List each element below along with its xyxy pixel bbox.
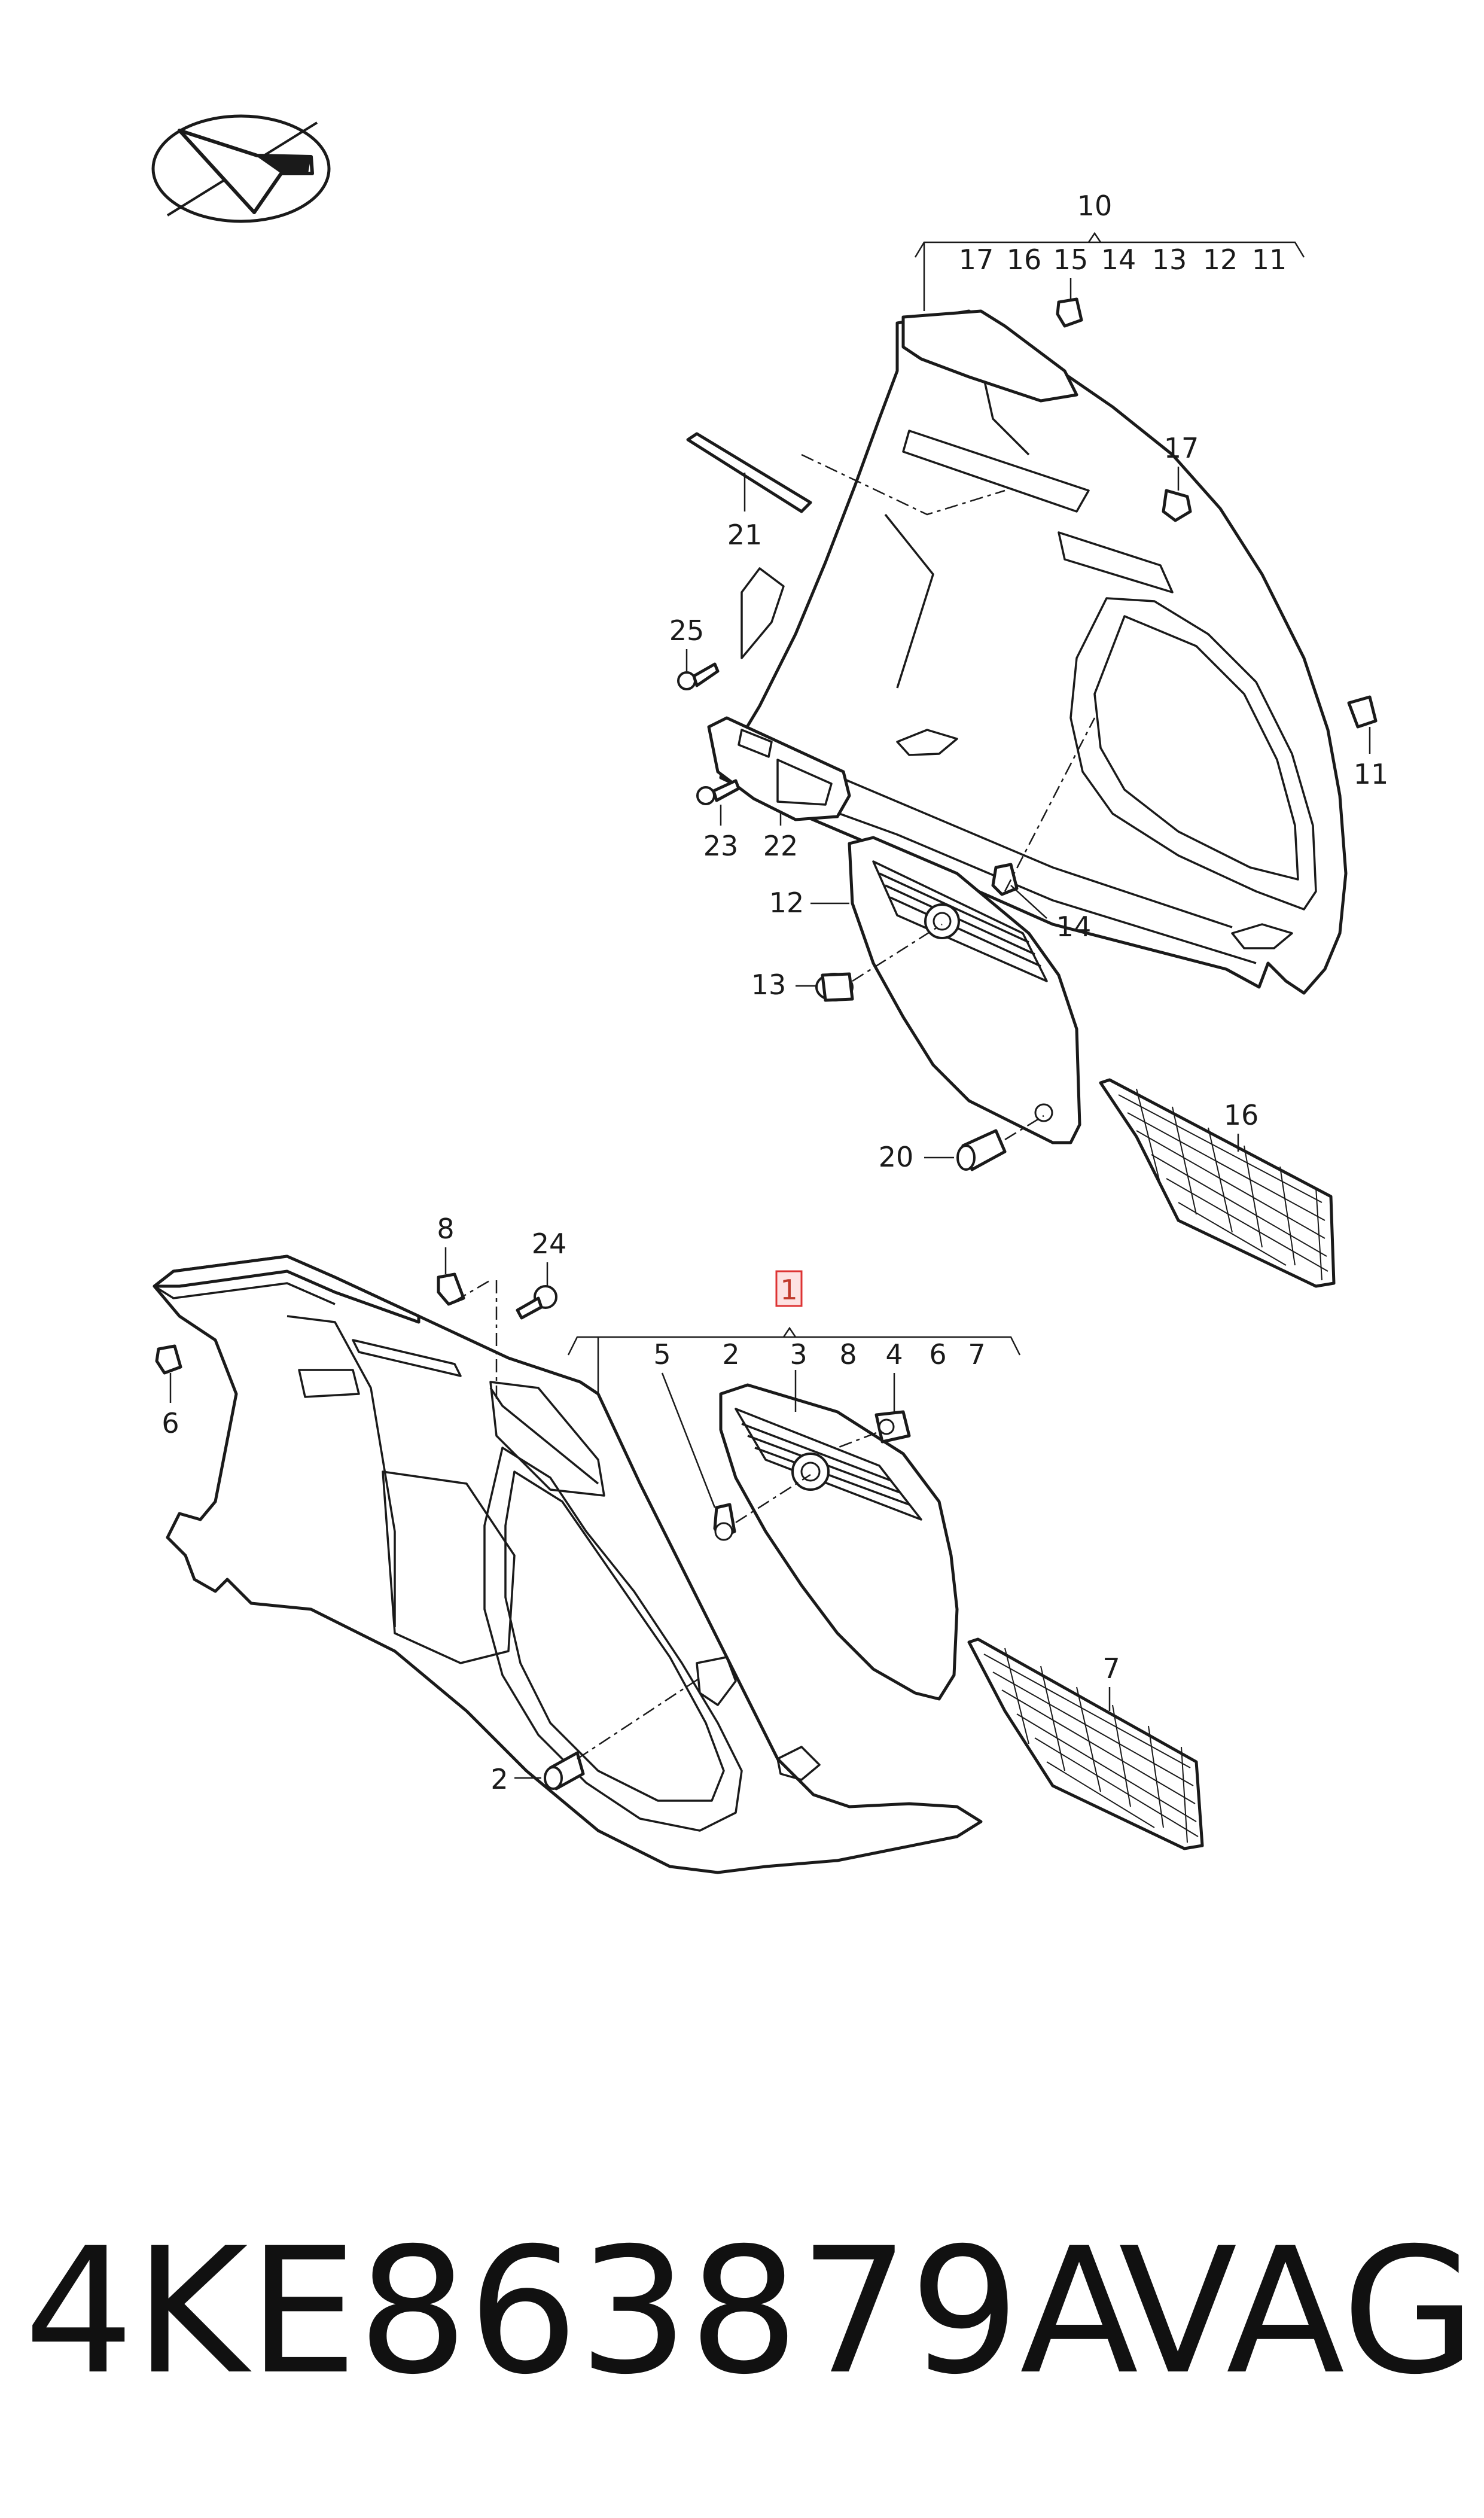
lower-trim-panel	[153, 1255, 983, 1874]
callout-16: 16	[1224, 1099, 1259, 1131]
callout-24: 24	[532, 1228, 567, 1260]
upper-member: 16	[1007, 243, 1042, 276]
upper-bracket	[914, 232, 1305, 311]
lower-bracket-highlight	[775, 1270, 803, 1307]
callout-7: 7	[1102, 1652, 1120, 1685]
part-3-grille-cover	[719, 1383, 959, 1701]
brand-name: VAG	[1119, 2211, 1476, 2413]
arrow-emblem-icon	[151, 114, 331, 223]
callout-21: 21	[727, 519, 763, 551]
lower-member: 5	[653, 1338, 671, 1371]
lower-grille-slats	[735, 1408, 922, 1521]
lower-bracket-members: 5 2 3 8 4 6 7	[653, 1338, 985, 1371]
lower-member: 4	[885, 1338, 903, 1371]
upper-bracket-members: 17 16 15 14 13 12 11	[959, 243, 1287, 276]
upper-member: 12	[1203, 243, 1238, 276]
part-13-knob	[815, 972, 854, 1002]
callout-14: 14	[1056, 911, 1092, 943]
part-number: 4KE863879A	[24, 2211, 1139, 2413]
part-23-screw	[696, 779, 741, 805]
callout-8: 8	[437, 1213, 454, 1245]
callout-12: 12	[769, 887, 805, 919]
part-17-clip	[1162, 489, 1192, 522]
callout-25: 25	[669, 614, 705, 647]
lower-member: 7	[968, 1338, 985, 1371]
part-14-clip	[991, 863, 1019, 896]
lower-shelf-flap	[153, 1255, 420, 1324]
callout-6: 6	[161, 1407, 179, 1439]
part-25-screw	[677, 662, 720, 690]
grille-slats	[872, 860, 1048, 982]
lower-member: 3	[790, 1338, 807, 1371]
lower-bracket	[567, 1326, 1021, 1394]
part-7-net	[967, 1637, 1204, 1850]
upper-shelf-flap	[901, 309, 1078, 403]
part-12-grille-cover	[848, 836, 1081, 1144]
part-6-clip	[155, 1344, 182, 1375]
part-11-clip	[1347, 695, 1378, 729]
upper-bracket-label: 10	[1077, 190, 1113, 222]
part-20-plug	[956, 1129, 1007, 1171]
part-24-screw	[516, 1285, 557, 1320]
upper-member: 17	[959, 243, 994, 276]
upper-trim-panel	[719, 309, 1348, 995]
callout-11: 11	[1354, 758, 1389, 790]
part-21-strip	[686, 432, 812, 513]
lower-member: 8	[839, 1338, 857, 1371]
part-4-clip	[874, 1410, 911, 1444]
lower-member: 6	[929, 1338, 946, 1371]
upper-member: 15	[1053, 243, 1089, 276]
callout-22: 22	[763, 830, 799, 862]
part-8-clip	[437, 1272, 465, 1306]
callout-13: 13	[751, 969, 787, 1001]
lower-member: 2	[722, 1338, 739, 1371]
part-15-clip	[1056, 297, 1083, 328]
callout-17: 17	[1164, 432, 1199, 464]
lower-bracket-label: 1	[780, 1274, 797, 1306]
upper-member: 14	[1101, 243, 1136, 276]
callout-2: 2	[490, 1763, 508, 1795]
callout-20: 20	[879, 1141, 914, 1173]
part-2-plug	[544, 1751, 585, 1791]
upper-member: 11	[1252, 243, 1287, 276]
upper-member: 13	[1152, 243, 1187, 276]
callout-23: 23	[703, 830, 739, 862]
part-16-net	[1099, 1078, 1336, 1288]
part-22-bracket	[707, 716, 851, 821]
